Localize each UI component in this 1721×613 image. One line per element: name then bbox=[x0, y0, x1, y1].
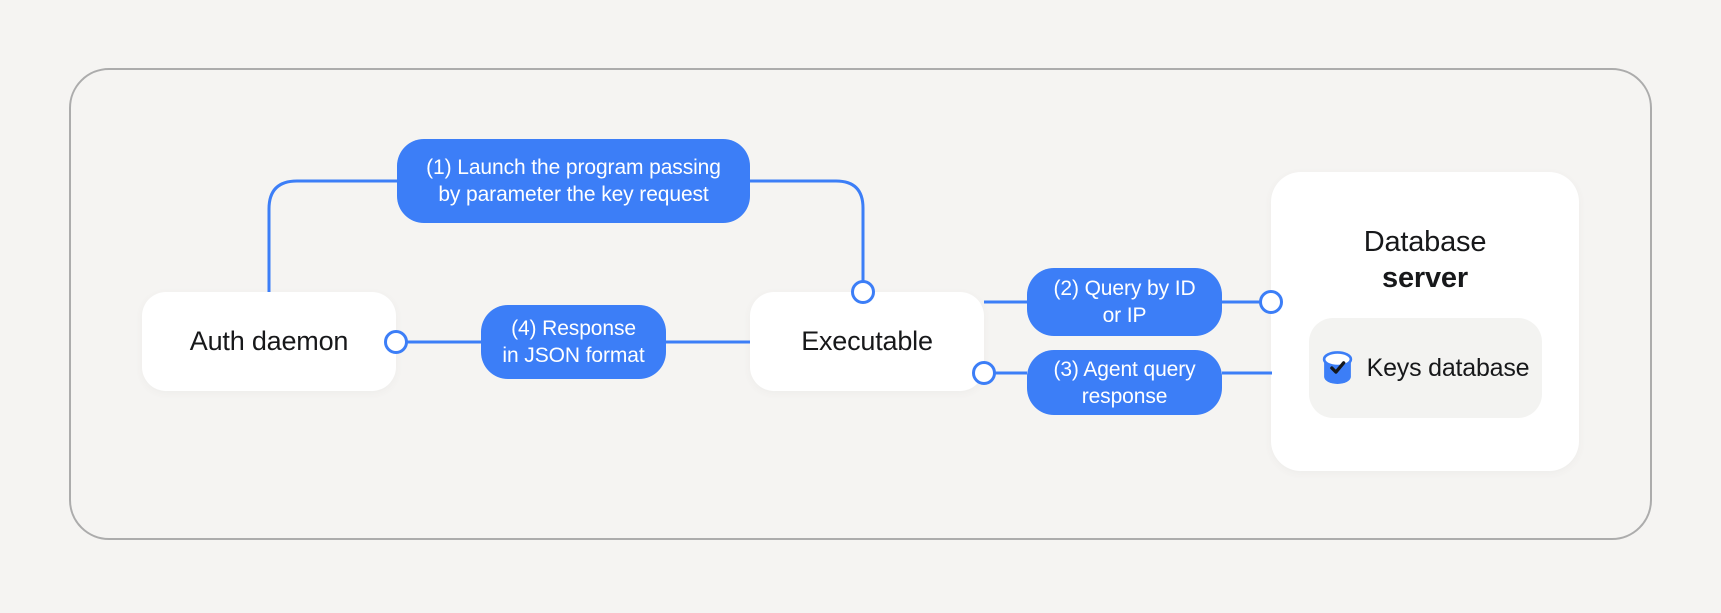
database-server-title: Database server bbox=[1364, 224, 1487, 296]
step1-line1: (1) Launch the program passing bbox=[426, 156, 721, 179]
keys-database-label: Keys database bbox=[1366, 353, 1530, 382]
outer-frame bbox=[69, 68, 1652, 540]
keys-database-panel: Keys database bbox=[1308, 318, 1542, 418]
step4-line1: (4) Response bbox=[511, 317, 636, 340]
step4-pill: (4) Response in JSON format bbox=[481, 305, 666, 379]
step3-line2: response bbox=[1081, 384, 1168, 408]
step2-pill: (2) Query by ID or IP bbox=[1027, 268, 1222, 336]
step4-line2: in JSON format bbox=[502, 344, 645, 367]
auth-daemon-label: Auth daemon bbox=[189, 326, 349, 356]
node-executable: Executable bbox=[750, 292, 984, 391]
database-title-line2: server bbox=[1382, 262, 1468, 294]
step3-pill: (3) Agent query response bbox=[1027, 350, 1222, 415]
step2-line2: or IP bbox=[1102, 304, 1147, 327]
node-database-server: Database server Keys database bbox=[1271, 172, 1579, 471]
database-check-icon bbox=[1322, 350, 1352, 384]
node-auth-daemon: Auth daemon bbox=[142, 292, 396, 391]
step2-line1: (2) Query by ID bbox=[1053, 277, 1196, 300]
step3-line1: (3) Agent query bbox=[1053, 357, 1196, 381]
database-title-line1: Database bbox=[1363, 226, 1487, 258]
step1-line2: by parameter the key request bbox=[438, 183, 709, 206]
step1-pill: (1) Launch the program passing by parame… bbox=[397, 139, 750, 223]
executable-label: Executable bbox=[801, 326, 933, 356]
